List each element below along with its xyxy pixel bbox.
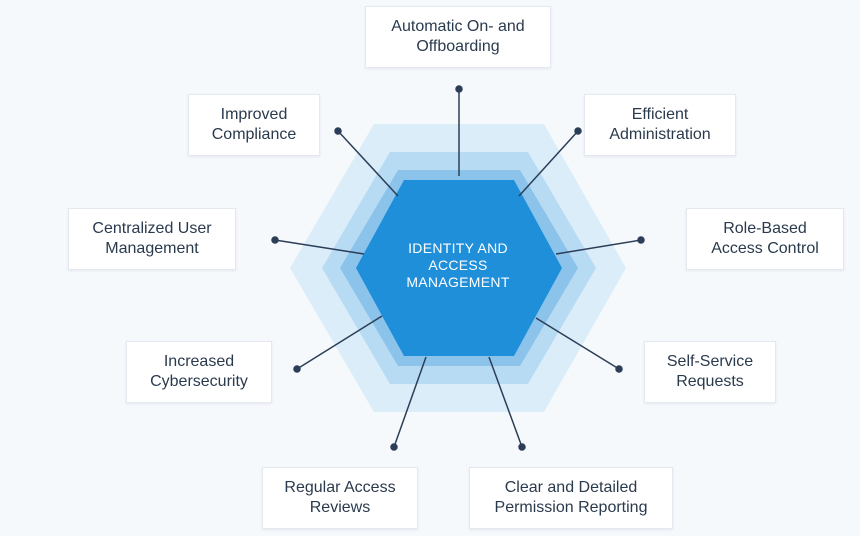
connector-dot bbox=[390, 443, 398, 451]
connector-line bbox=[393, 356, 427, 448]
benefit-card-permission-reporting: Clear and Detailed Permission Reporting bbox=[469, 467, 673, 529]
connector-dot bbox=[615, 365, 623, 373]
connector-dot bbox=[637, 236, 645, 244]
connector-dot bbox=[455, 85, 463, 93]
benefit-card-efficient-administration: Efficient Administration bbox=[584, 94, 736, 156]
benefit-card-self-service: Self-Service Requests bbox=[644, 341, 776, 403]
connector-dot bbox=[293, 365, 301, 373]
connector-line bbox=[488, 356, 523, 448]
connector-dot bbox=[518, 443, 526, 451]
connector-line bbox=[296, 315, 383, 370]
benefit-card-cybersecurity: Increased Cybersecurity bbox=[126, 341, 272, 403]
connector-line bbox=[274, 239, 365, 255]
benefit-card-access-reviews: Regular Access Reviews bbox=[262, 467, 418, 529]
benefit-card-role-based-access: Role-Based Access Control bbox=[686, 208, 844, 270]
connectors bbox=[271, 85, 645, 451]
benefit-card-compliance: Improved Compliance bbox=[188, 94, 320, 156]
connector-line bbox=[337, 130, 399, 197]
connector-dot bbox=[334, 127, 342, 135]
connector-dot bbox=[574, 127, 582, 135]
center-title: IDENTITY AND ACCESS MANAGEMENT bbox=[406, 240, 510, 290]
hexagon-core bbox=[356, 180, 562, 356]
connector-dot bbox=[271, 236, 279, 244]
benefit-card-centralized-management: Centralized User Management bbox=[68, 208, 236, 270]
connector-line bbox=[555, 239, 642, 255]
connector-line bbox=[518, 130, 579, 197]
benefit-card-onboarding: Automatic On- and Offboarding bbox=[365, 6, 551, 68]
connector-line bbox=[535, 317, 620, 370]
